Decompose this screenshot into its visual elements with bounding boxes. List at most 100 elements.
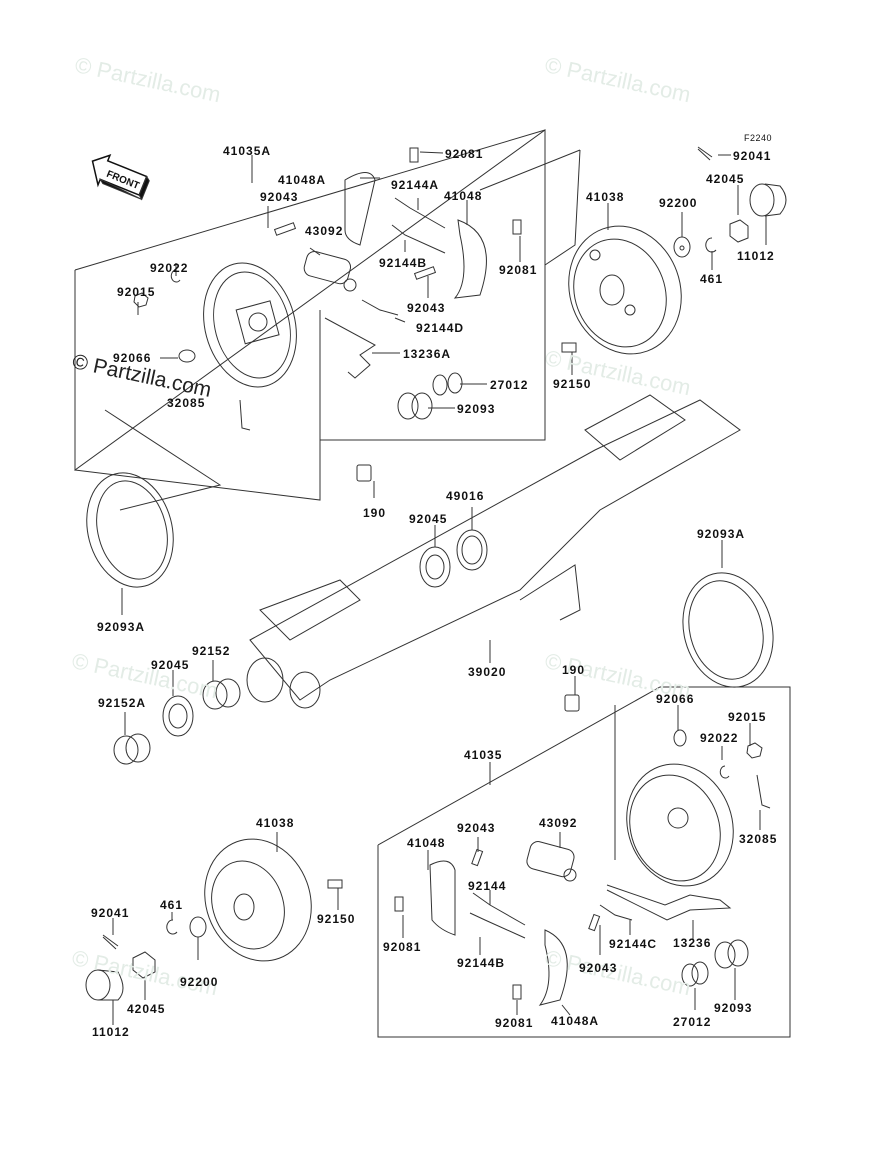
backing-plate-upper [203, 262, 297, 388]
clip-461-lower [166, 919, 178, 935]
part-label: 92081 [445, 147, 484, 161]
part-label: 92081 [495, 1016, 534, 1030]
front-arrow-icon: FRONT [91, 154, 150, 201]
part-label: 92041 [91, 906, 130, 920]
part-label: 92093 [714, 1001, 753, 1015]
hub-cap-11012-upper [749, 183, 787, 217]
nut-92015-upper [133, 292, 149, 308]
clip-92081-upper-b [512, 219, 522, 235]
part-label: 13236A [403, 347, 452, 361]
leader-lines [112, 151, 767, 1025]
part-label: 92045 [151, 658, 190, 672]
pin-92043-lower-b [588, 913, 601, 932]
part-label: 92066 [656, 692, 695, 706]
spring-clip-32085-upper [239, 399, 251, 431]
clip-461-upper [705, 237, 717, 253]
part-label: 92041 [733, 149, 772, 163]
part-label: 42045 [706, 172, 745, 186]
seal-49016 [456, 529, 488, 571]
part-label: 32085 [739, 832, 778, 846]
part-label: 32085 [167, 396, 206, 410]
bushing-92152 [202, 678, 241, 710]
part-label: 190 [562, 663, 586, 677]
part-label: 27012 [490, 378, 529, 392]
part-label: 92093 [457, 402, 496, 416]
part-label: 27012 [673, 1015, 712, 1029]
hub-cap-11012-lower [85, 969, 124, 1001]
spring-clip-32085-lower [756, 774, 771, 809]
part-label: 92043 [260, 190, 299, 204]
part-label: 41035A [223, 144, 272, 158]
part-label: 92093A [97, 620, 146, 634]
upper-assembly-frame-right [479, 149, 581, 191]
figure-code: F2240 [744, 133, 773, 143]
part-label: 92150 [553, 377, 592, 391]
plug-92066-upper [178, 349, 196, 363]
pin-92043-lower-a [471, 848, 484, 867]
spring-92144B-lower [469, 912, 526, 939]
pin-92043-upper-a [273, 222, 297, 236]
part-label: 41035 [464, 748, 503, 762]
seal-92093-lower [714, 939, 749, 969]
clip-92022-upper [170, 269, 181, 283]
lever-13236A [324, 317, 376, 379]
upper-assembly-frame-right-2 [544, 149, 581, 266]
part-label: 461 [160, 898, 184, 912]
part-label: 43092 [539, 816, 578, 830]
brake-drum-upper [568, 225, 682, 355]
part-label: 92066 [113, 351, 152, 365]
axle-housing-39020 [246, 394, 741, 709]
brake-shoe-41048-lower [429, 860, 456, 936]
spring-92144B-upper [391, 224, 446, 254]
bearing-92045-lower [162, 695, 194, 737]
upper-assembly-frame-diag [104, 409, 222, 511]
part-label: 11012 [92, 1025, 130, 1039]
part-label: 92152 [192, 644, 231, 658]
lower-assembly-outline [377, 686, 791, 1038]
upper-assembly-frame-top [74, 129, 546, 271]
backing-plate-lower [626, 763, 734, 887]
nut-92015-lower [746, 742, 763, 759]
breather-190-lower [564, 694, 580, 712]
brake-shoe-41048A-lower [538, 929, 568, 1006]
part-label: 461 [700, 272, 724, 286]
bolt-92150-lower [327, 879, 343, 889]
cotter-pin-92041-upper [697, 146, 713, 161]
part-label: 92144D [416, 321, 465, 335]
part-label: 41048A [278, 173, 327, 187]
clip-92081-upper-a [409, 147, 419, 163]
part-label: 92093A [697, 527, 746, 541]
part-label: 13236 [673, 936, 712, 950]
washer-92200-upper [673, 236, 691, 258]
part-label: 41048A [551, 1014, 600, 1028]
spring-92144D [361, 299, 399, 316]
castle-nut-42045-lower [132, 951, 156, 979]
part-label: 92144B [379, 256, 428, 270]
part-label: 92200 [180, 975, 219, 989]
spring-92144C [599, 904, 633, 921]
part-label: 92081 [499, 263, 538, 277]
part-label: 43092 [305, 224, 344, 238]
part-label: 92043 [407, 301, 446, 315]
seal-92093A-right [682, 572, 774, 688]
part-label: 92015 [117, 285, 156, 299]
part-label: 92022 [150, 261, 189, 275]
lever-13236 [606, 884, 732, 921]
brake-shoe-41048-upper [453, 219, 487, 299]
part-label: 92045 [409, 512, 448, 526]
part-label: 92144A [391, 178, 440, 192]
wheel-cylinder-43092-upper [303, 251, 357, 292]
part-label: 92043 [457, 821, 496, 835]
spring-92144A [394, 197, 446, 229]
breather-190-upper [356, 464, 372, 482]
part-label: 92200 [659, 196, 698, 210]
part-label: 92144C [609, 937, 658, 951]
part-label: 39020 [468, 665, 507, 679]
bearing-92045-upper [419, 546, 451, 588]
bolt-92150-upper [561, 342, 577, 353]
wheel-cylinder-43092-lower [526, 841, 577, 882]
part-label: 11012 [737, 249, 775, 263]
part-label: 92144B [457, 956, 506, 970]
bushing-92152A [113, 733, 151, 765]
